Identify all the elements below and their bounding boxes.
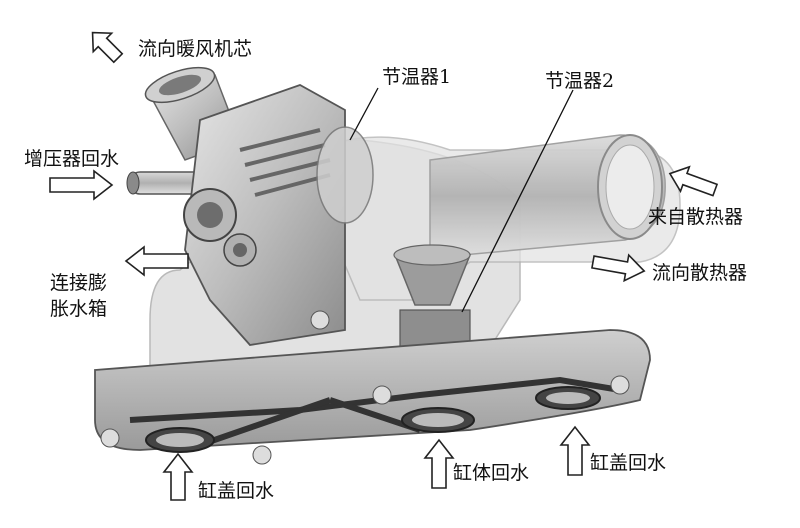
radiator-out-label: 流向散热器 [652, 262, 748, 284]
expansion-tank-label-line2: 胀水箱 [50, 298, 108, 320]
radiator-pipe [429, 134, 666, 259]
expansion-tank-label-line1: 连接膨 [50, 272, 108, 294]
thermostat-1-housing [183, 84, 374, 346]
head-return-left-label: 缸盖回水 [198, 480, 275, 502]
thermostat-2-label: 节温器2 [545, 70, 615, 92]
turbo-return-arrow [49, 169, 114, 201]
heater-core-arrow [91, 31, 124, 64]
thermostat-1-label: 节温器1 [382, 66, 452, 88]
radiator-in-arrow [668, 165, 719, 197]
radiator-out-arrow [591, 253, 646, 283]
head-return-right-label: 缸盖回水 [590, 452, 667, 474]
radiator-in-label: 来自散热器 [648, 206, 744, 228]
expansion-tank-arrow [124, 245, 189, 277]
base-flange [94, 310, 651, 465]
heater-core-label: 流向暖风机芯 [138, 38, 253, 60]
thermostat-2-leader [461, 89, 574, 313]
thermostat-1-leader [349, 87, 379, 141]
turbo-return-label: 增压器回水 [24, 148, 120, 170]
block-return-arrow [423, 438, 455, 489]
block-return-label: 缸体回水 [453, 462, 530, 484]
turbo-return-pipe [126, 171, 206, 195]
head-return-left-arrow [162, 452, 194, 501]
head-return-right-arrow [559, 425, 591, 476]
